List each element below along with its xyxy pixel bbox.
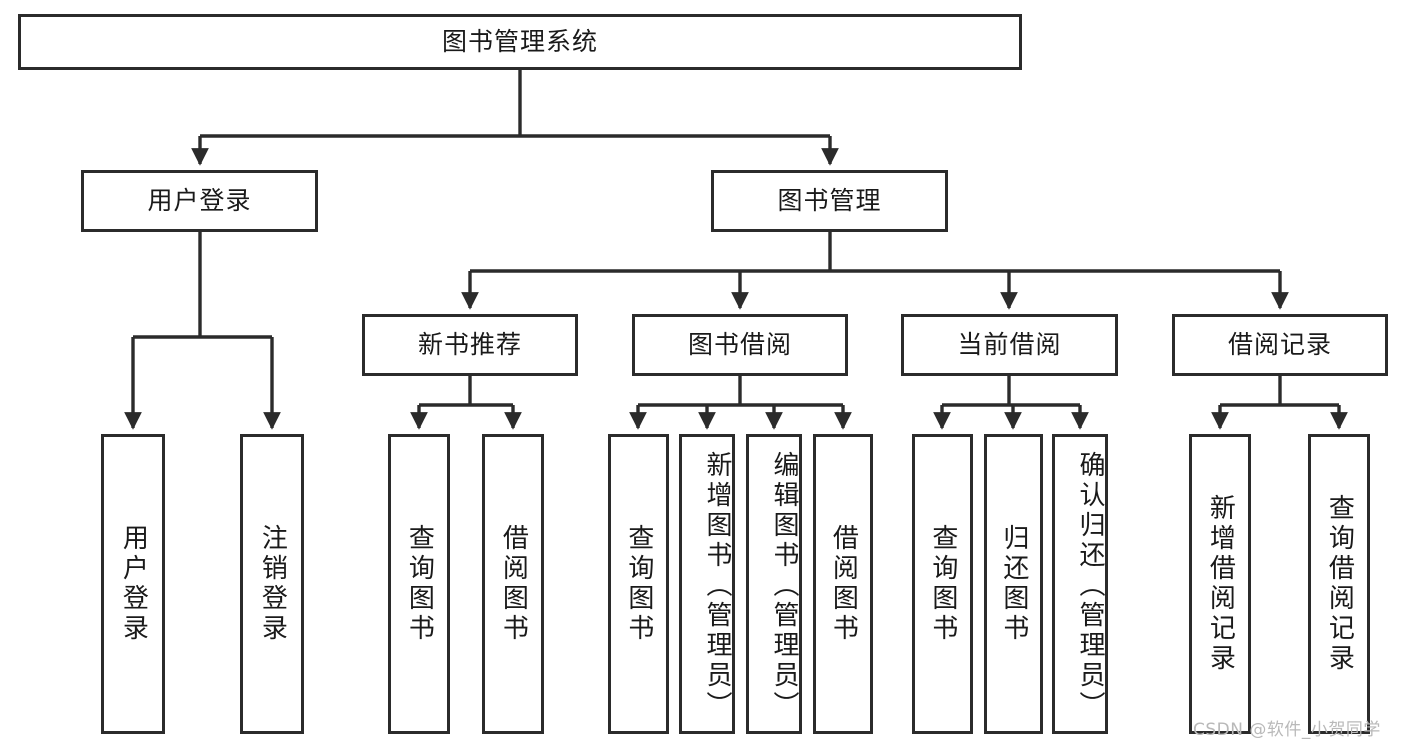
leaf-add-book-admin[interactable]: 新增图书（管理员） bbox=[679, 434, 735, 734]
node-current-borrow[interactable]: 当前借阅 bbox=[901, 314, 1118, 376]
leaf-borrow-book-recommend[interactable]: 借阅图书 bbox=[482, 434, 544, 734]
leaf-add-borrow-record[interactable]: 新增借阅记录 bbox=[1189, 434, 1251, 734]
node-user-login[interactable]: 用户登录 bbox=[81, 170, 318, 232]
leaf-query-borrow-record[interactable]: 查询借阅记录 bbox=[1308, 434, 1370, 734]
node-new-book-recommend[interactable]: 新书推荐 bbox=[362, 314, 578, 376]
leaf-borrow-book-borrow[interactable]: 借阅图书 bbox=[813, 434, 873, 734]
leaf-query-book-recommend[interactable]: 查询图书 bbox=[388, 434, 450, 734]
node-book-borrow[interactable]: 图书借阅 bbox=[632, 314, 848, 376]
node-root[interactable]: 图书管理系统 bbox=[18, 14, 1022, 70]
csdn-watermark: CSDN @软件_小贺同学 bbox=[1193, 720, 1381, 740]
node-borrow-records[interactable]: 借阅记录 bbox=[1172, 314, 1388, 376]
leaf-edit-book-admin[interactable]: 编辑图书（管理员） bbox=[746, 434, 802, 734]
node-book-management[interactable]: 图书管理 bbox=[711, 170, 948, 232]
leaf-return-book[interactable]: 归还图书 bbox=[984, 434, 1043, 734]
leaf-query-book-current[interactable]: 查询图书 bbox=[912, 434, 973, 734]
leaf-logout[interactable]: 注销登录 bbox=[240, 434, 304, 734]
leaf-query-book-borrow[interactable]: 查询图书 bbox=[608, 434, 669, 734]
leaf-user-login[interactable]: 用户登录 bbox=[101, 434, 165, 734]
leaf-confirm-return-admin[interactable]: 确认归还（管理员） bbox=[1052, 434, 1108, 734]
